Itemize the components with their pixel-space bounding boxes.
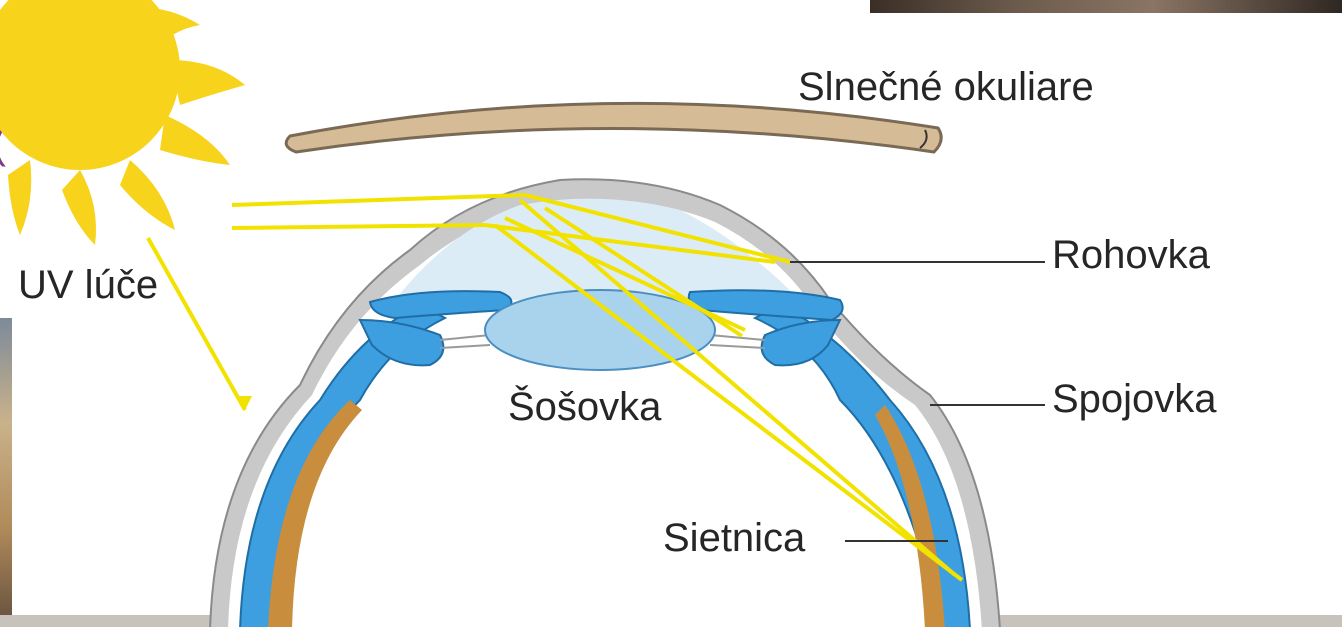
label-cornea: Rohovka <box>1052 233 1211 277</box>
sun-icon <box>0 0 245 245</box>
label-uv-rays: UV lúče <box>18 263 158 307</box>
label-lens: Šošovka <box>508 384 662 429</box>
label-retina: Sietnica <box>663 516 806 560</box>
label-sunglasses: Slnečné okuliare <box>798 65 1094 109</box>
sunglasses-lens <box>286 103 941 152</box>
label-conjunctiva: Spojovka <box>1052 377 1217 421</box>
